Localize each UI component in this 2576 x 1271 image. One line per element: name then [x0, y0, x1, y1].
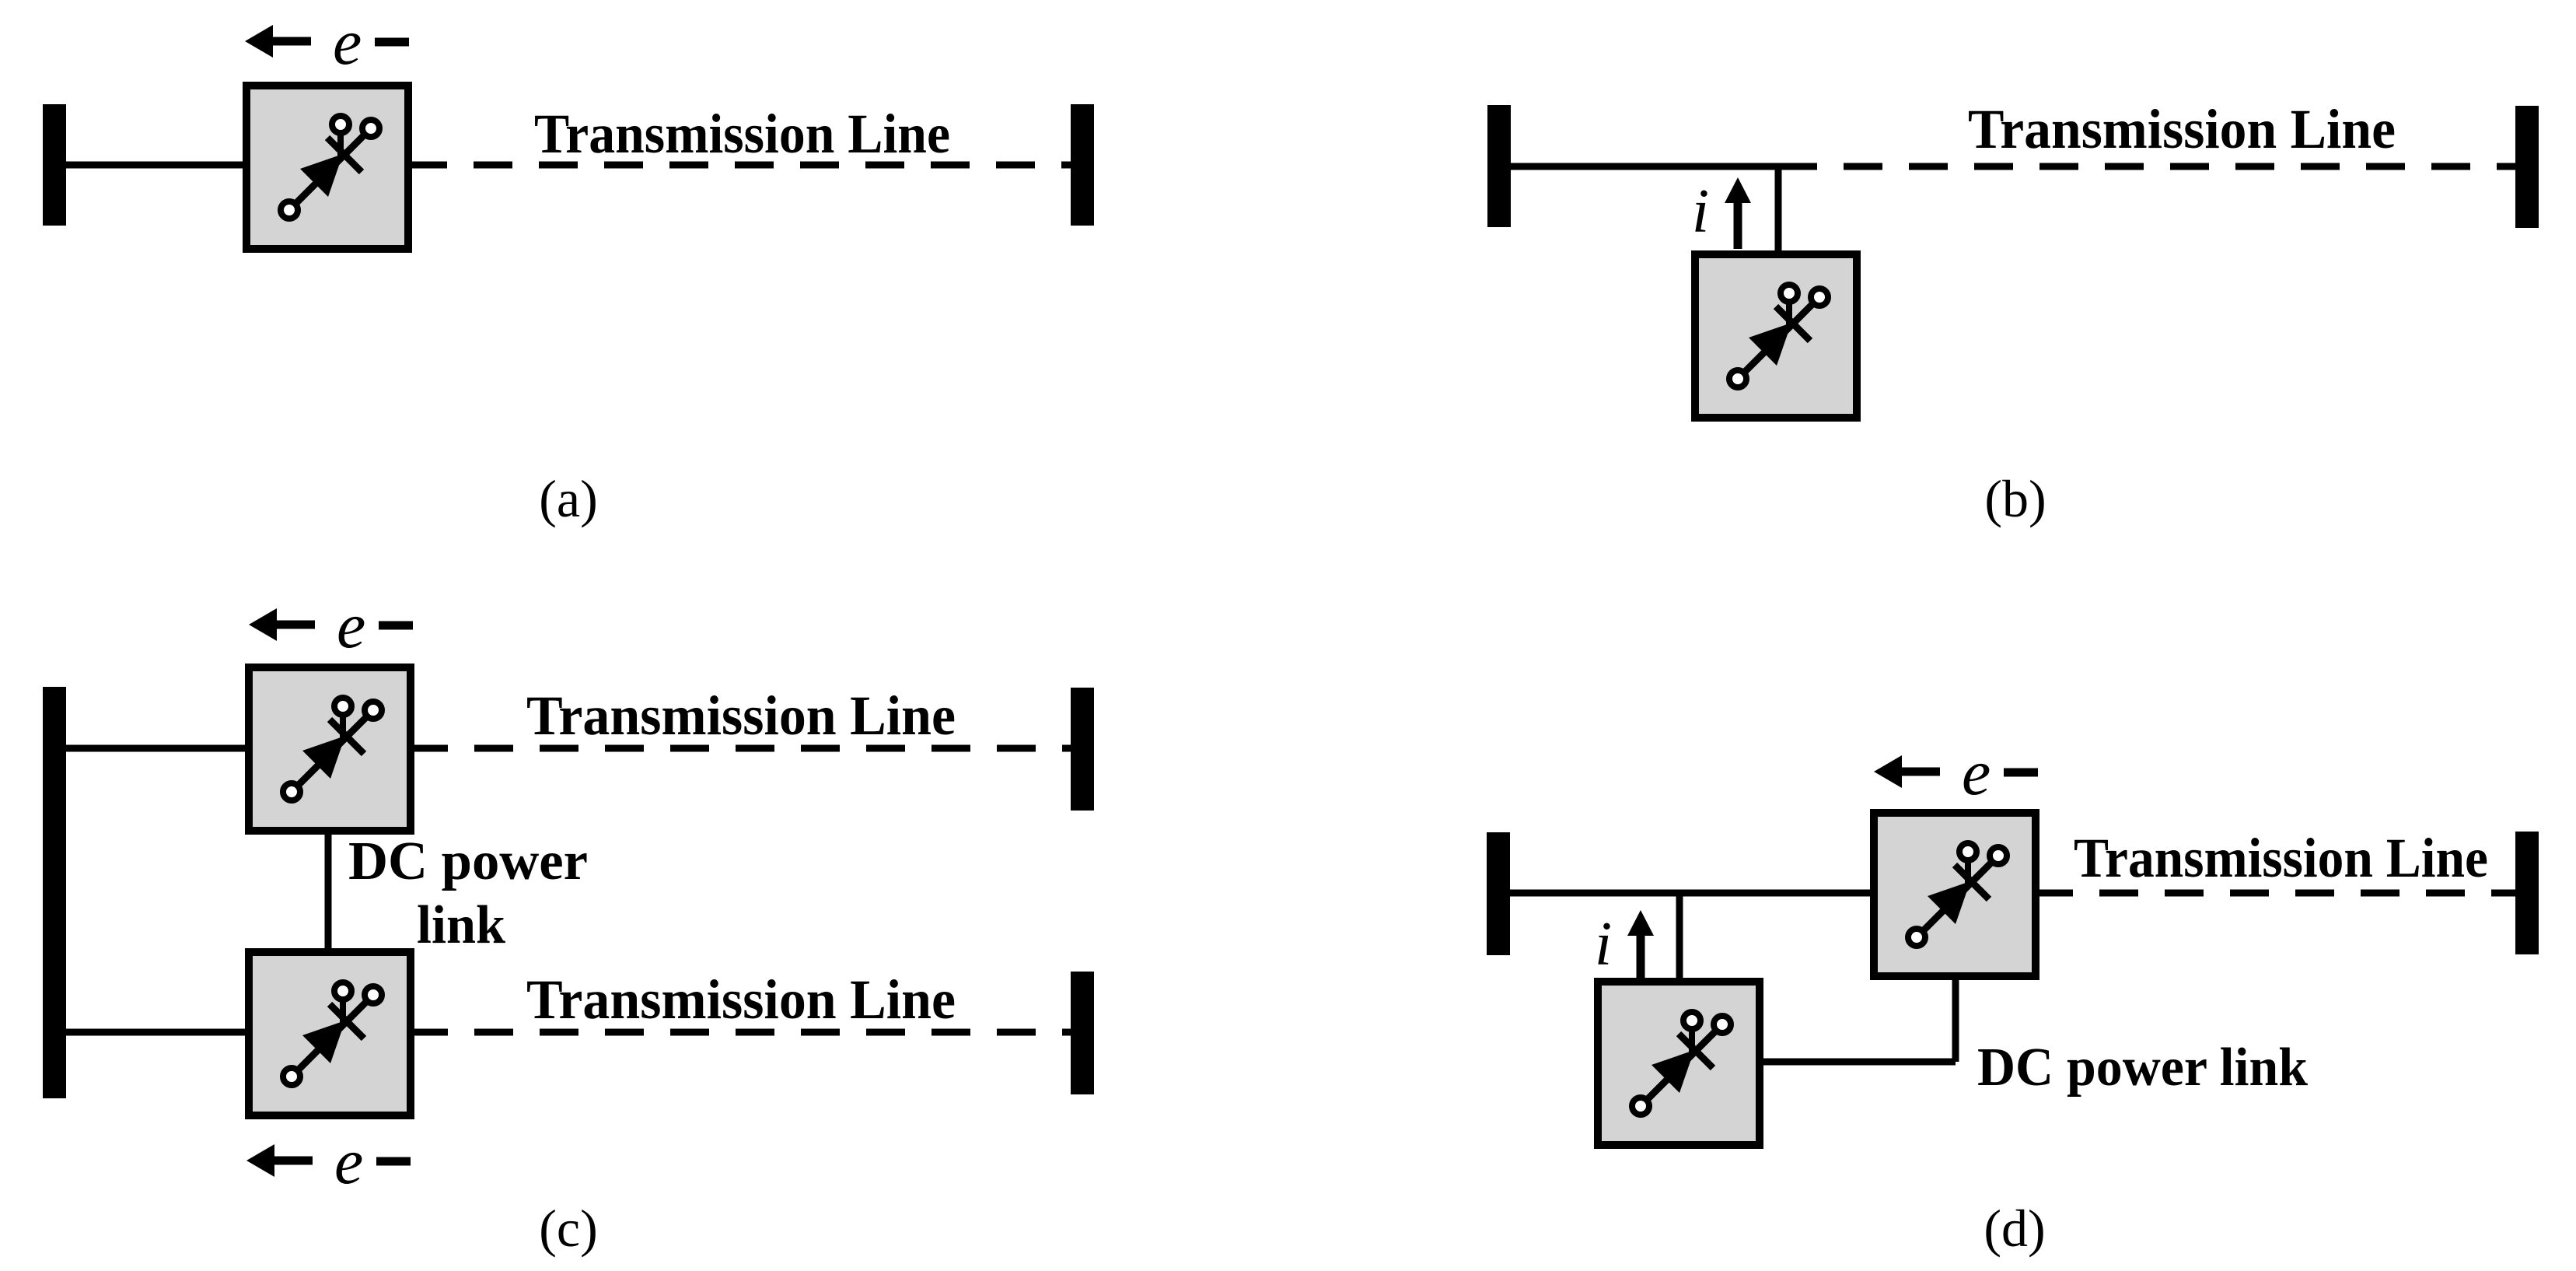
shunt-converter-box-d: [1594, 978, 1763, 1149]
transmission-line-label-upper-c: Transmission Line: [526, 685, 956, 747]
bus-bar-left-b: [1487, 105, 1511, 227]
shunt-current-label-b: [1692, 177, 1751, 249]
series-converter-box-upper-c: [245, 664, 414, 835]
series-converter-box-a: [243, 82, 412, 253]
transmission-line-label-d: Transmission Line: [2074, 827, 2488, 889]
transmission-line-label-b: Transmission Line: [1968, 98, 2396, 160]
dc-link-label-c: link: [417, 895, 505, 955]
bus-bar-left-a: [43, 104, 66, 226]
series-converter-box-d: [1870, 809, 2039, 980]
bus-bar-right-upper-c: [1071, 688, 1094, 811]
bus-bar-right-b: [2515, 106, 2539, 228]
caption-d: (d): [1984, 1199, 2045, 1258]
bus-bar-left-d: [1487, 832, 1510, 955]
dc-power-label-c: DC power: [348, 832, 588, 891]
caption-a: (a): [539, 469, 597, 528]
bus-bar-right-lower-c: [1071, 972, 1094, 1094]
caption-b: (b): [1984, 469, 2046, 528]
series-voltage-label-a: [245, 6, 409, 79]
transmission-line-label-lower-c: Transmission Line: [526, 968, 956, 1031]
diagram-c: Transmission Line DC power link Transmis…: [43, 590, 1094, 1258]
bus-bar-left-c: [43, 687, 66, 1098]
shunt-current-label-d: [1595, 910, 1654, 982]
dc-power-link-label-d: DC power link: [1977, 1038, 2308, 1098]
series-voltage-label-d: [1874, 737, 2038, 809]
series-converter-box-lower-c: [245, 948, 414, 1119]
bus-bar-right-a: [1071, 104, 1094, 226]
transmission-line-label-a: Transmission Line: [534, 103, 950, 165]
series-voltage-label-upper-c: [249, 590, 413, 662]
caption-c: (c): [539, 1199, 597, 1258]
shunt-converter-box-b: [1691, 250, 1861, 422]
bus-bar-right-d: [2515, 832, 2539, 954]
series-voltage-label-lower-c: [246, 1126, 411, 1198]
diagram-b: Transmission Line (b): [1487, 98, 2539, 528]
diagram-a: Transmission Line (a): [43, 6, 1094, 528]
diagram-d: DC power link Transmission Line (d): [1487, 737, 2539, 1258]
